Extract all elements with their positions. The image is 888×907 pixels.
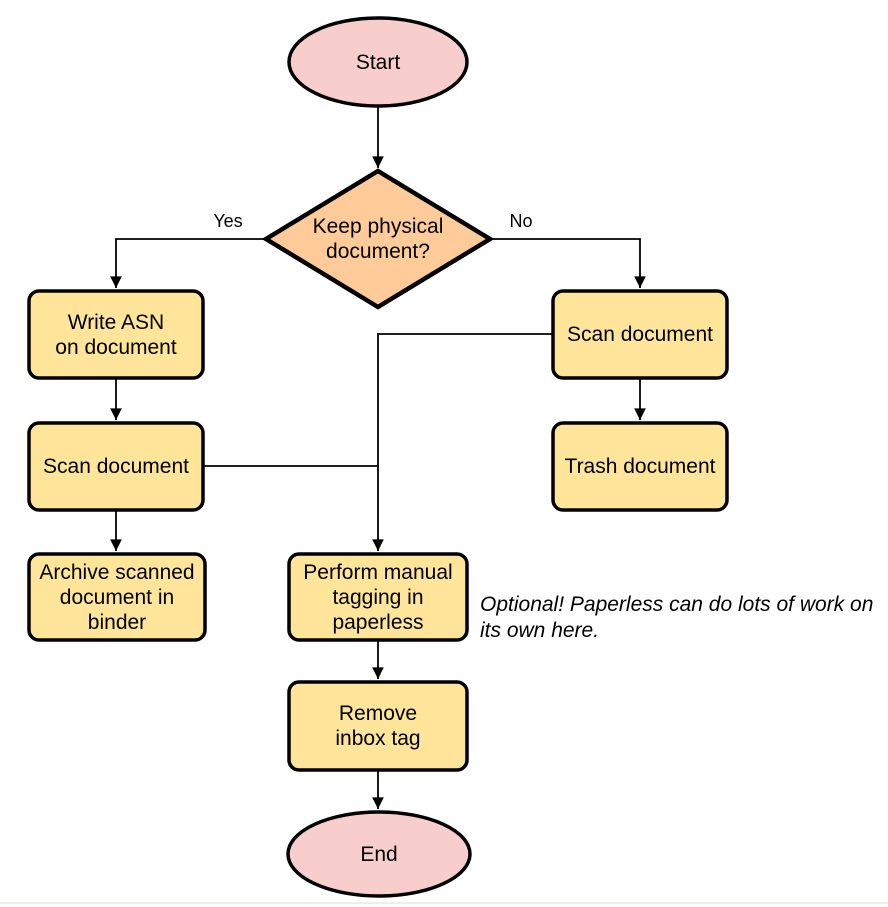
trash-node-label: Trash document: [564, 455, 716, 478]
no-edge-label: No: [509, 211, 533, 231]
decision-node-label: Keep physical document?: [312, 215, 444, 263]
tagging-node: [287, 552, 469, 642]
page-bottom-divider: [0, 902, 888, 904]
end-node-label: End: [360, 842, 398, 866]
archive-node-label: Archive scanned document in binder: [39, 560, 195, 634]
tagging-node-label: Perform manual tagging in paperless: [303, 560, 453, 634]
end-node: [286, 810, 472, 898]
edge-scan-right-to-tagging: [372, 333, 552, 551]
optional-annotation: Optional! Paperless can do lots of work …: [480, 593, 874, 642]
archive-node: [27, 552, 207, 642]
scan-left-node-label: Scan document: [43, 455, 189, 478]
edge-decision-yes-to-write-asn: [110, 238, 266, 288]
remove-inbox-node-label: Remove inbox tag: [335, 702, 421, 750]
write-asn-node-label: Write ASN on document: [55, 310, 177, 359]
write-asn-node: [27, 289, 205, 380]
start-node-label: Start: [355, 50, 401, 74]
scan-left-node: [27, 421, 205, 512]
decision-node: [261, 168, 495, 310]
remove-inbox-node: [287, 680, 469, 772]
scan-right-node-label: Scan document: [567, 323, 713, 346]
yes-edge-label: Yes: [213, 211, 243, 231]
scan-right-node: [551, 289, 729, 380]
trash-node: [551, 421, 729, 512]
edge-decision-no-to-scan-right: [490, 238, 646, 288]
start-node: [287, 16, 469, 108]
